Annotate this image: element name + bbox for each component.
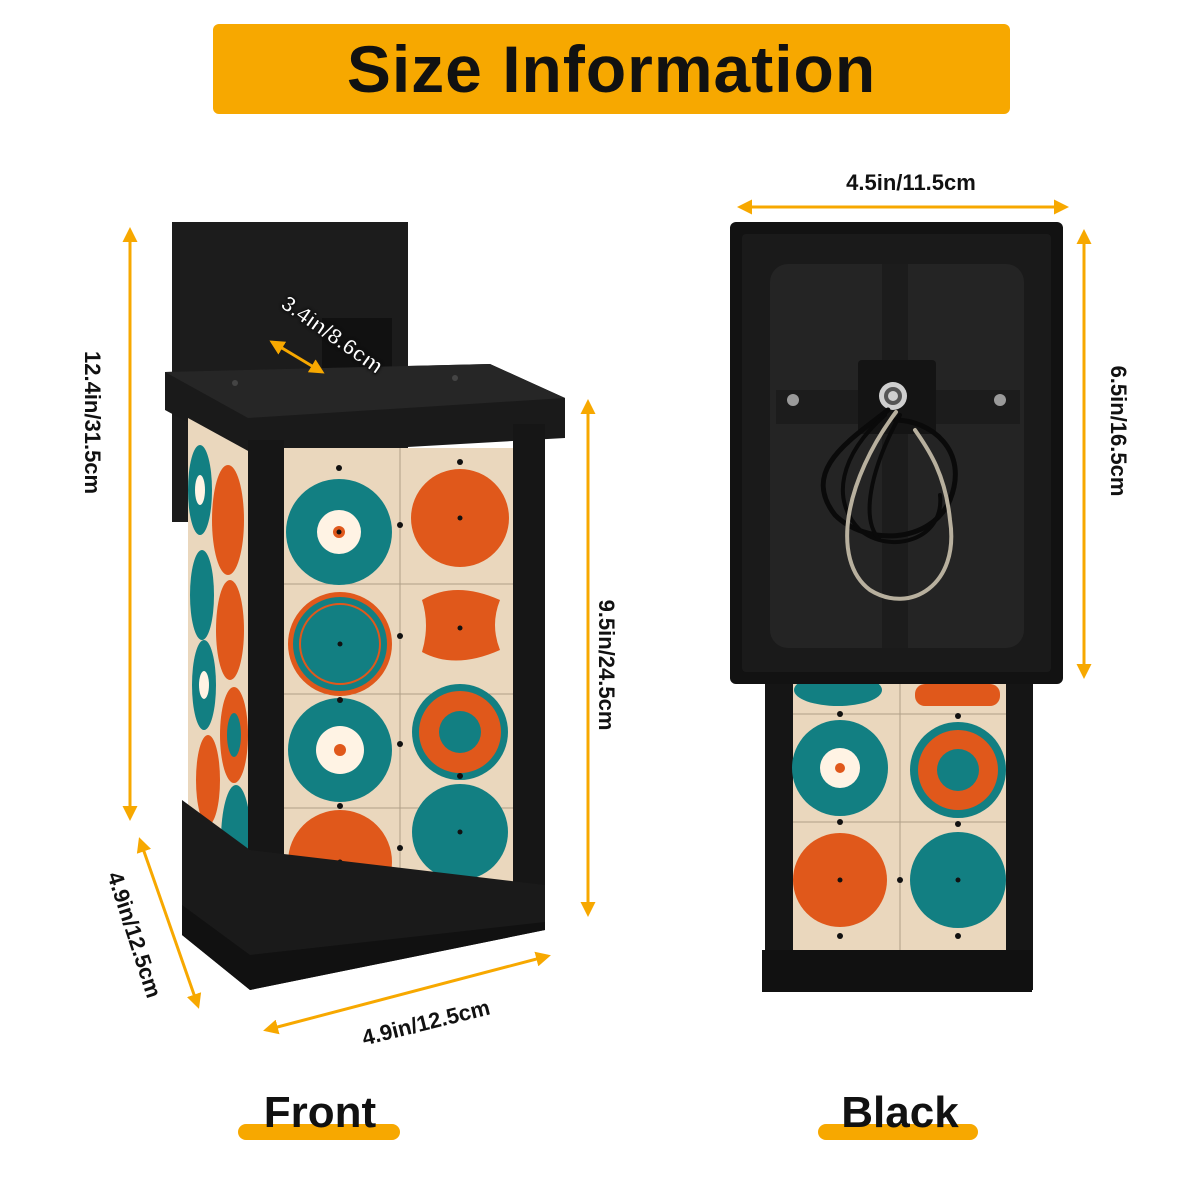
corner-post-right — [513, 424, 545, 924]
dim-plate-height: 6.5in/16.5cm — [1106, 365, 1131, 497]
back-base — [762, 950, 1032, 992]
back-lamp — [730, 222, 1063, 992]
wires — [820, 407, 958, 601]
dim-total-height: 12.4in/31.5cm — [80, 351, 105, 495]
front-lamp — [165, 222, 565, 990]
arrow-side-width — [136, 837, 202, 1009]
arrow-bracket-depth — [269, 340, 325, 374]
dim-back-width: 4.5in/11.5cm — [846, 170, 976, 195]
dimension-arrows — [122, 199, 1092, 1035]
caption-underline-front — [238, 1124, 400, 1140]
page-title: Size Information — [346, 32, 877, 106]
arrow-front-width — [263, 951, 551, 1035]
dim-panel-height: 9.5in/24.5cm — [594, 599, 619, 731]
caption-front: Front — [263, 1088, 377, 1137]
caption-underline-back — [818, 1124, 978, 1140]
title-banner: Size Information — [213, 24, 1010, 114]
caption-back: Black — [841, 1088, 959, 1137]
